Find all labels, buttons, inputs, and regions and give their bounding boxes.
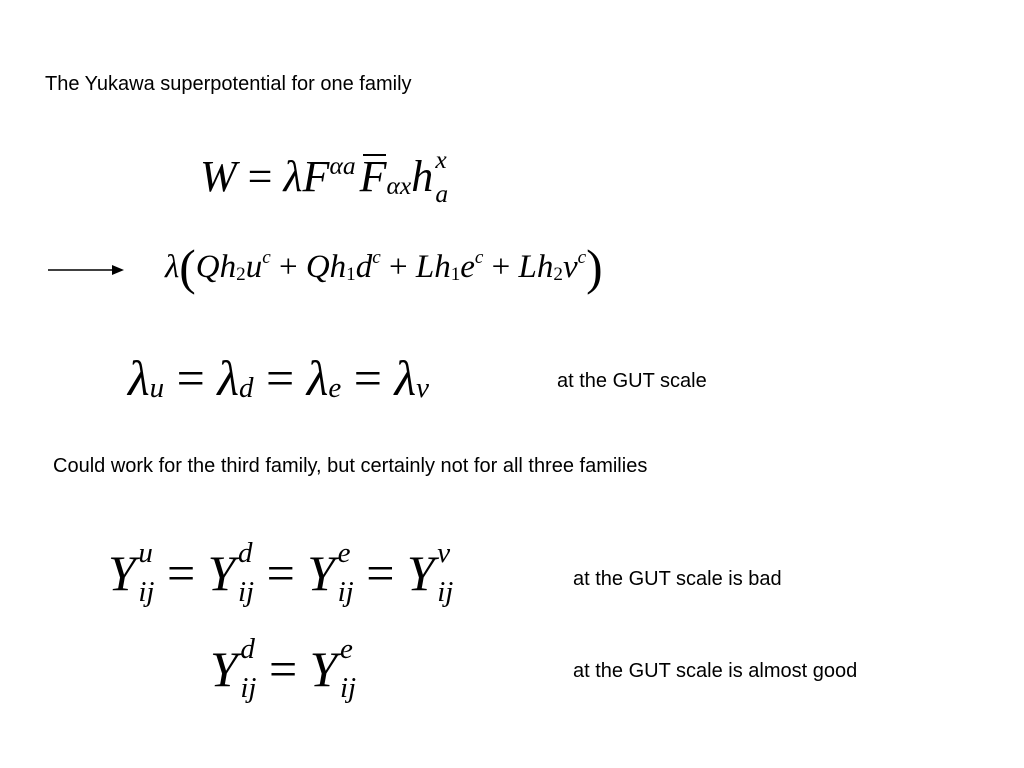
equals-sign: =: [166, 545, 196, 602]
script-Y-e: e ij: [337, 537, 354, 609]
left-paren: (: [179, 240, 196, 295]
note-gut-scale-almost-good: at the GUT scale is almost good: [573, 660, 858, 682]
subscript-ij: ij: [138, 576, 155, 609]
script-h: x a: [435, 145, 449, 209]
superscript-u: u: [138, 537, 153, 569]
equals-sign: =: [266, 350, 295, 406]
symbol-h: h: [329, 249, 347, 286]
subscript-2: 2: [553, 263, 563, 285]
equation-lambda-equality: λ u = λ d = λ e = λ ν: [128, 353, 429, 403]
subscript-ij: ij: [339, 672, 357, 705]
superscript-c: c: [474, 246, 484, 268]
subscript-d: d: [239, 371, 254, 404]
symbol-L: L: [415, 249, 435, 286]
subscript-a: a: [435, 179, 449, 209]
script-Y-d: d ij: [240, 633, 257, 705]
equals-sign: =: [176, 350, 205, 406]
script-Y-e: e ij: [339, 633, 357, 705]
superscript-nu: ν: [437, 537, 451, 569]
note-third-family: Could work for the third family, but cer…: [53, 455, 648, 477]
symbol-nu: ν: [562, 249, 578, 286]
symbol-e: e: [460, 249, 475, 286]
subscript-alpha-x: αx: [386, 171, 412, 201]
symbol-Q: Q: [195, 249, 220, 286]
symbol-W: W: [200, 152, 237, 202]
note-gut-scale: at the GUT scale: [557, 370, 707, 392]
symbol-lambda: λ: [128, 350, 150, 406]
plus-sign: +: [278, 249, 298, 286]
symbol-lambda: λ: [283, 152, 303, 202]
subscript-ij: ij: [337, 576, 354, 609]
script-Y-u: u ij: [138, 537, 155, 609]
superscript-c: c: [577, 246, 587, 268]
script-Y-d: d ij: [237, 537, 255, 609]
superscript-e: e: [339, 633, 353, 665]
subscript-ij: ij: [237, 576, 255, 609]
subscript-e: e: [328, 371, 342, 404]
symbol-Y: Y: [309, 641, 338, 698]
symbol-h: h: [411, 152, 434, 202]
plus-sign: +: [388, 249, 408, 286]
arrow-right-icon: [48, 265, 124, 275]
subscript-1: 1: [450, 263, 461, 285]
plus-sign: +: [491, 249, 511, 286]
superscript-x: x: [435, 145, 447, 174]
symbol-lambda: λ: [165, 249, 180, 286]
subscript-nu: ν: [416, 371, 429, 404]
subscript-ij: ij: [437, 576, 454, 609]
superscript-e: e: [337, 537, 351, 569]
equals-sign: =: [366, 545, 395, 602]
symbol-F-bar: F: [359, 152, 387, 202]
subscript-ij: ij: [240, 672, 257, 705]
symbol-F: F: [302, 152, 330, 202]
symbol-h: h: [219, 249, 237, 286]
script-Y-nu: ν ij: [437, 537, 454, 609]
superscript-d: d: [237, 537, 253, 569]
subscript-2: 2: [236, 263, 246, 285]
equation-yukawa-de: Y d ij = Y e ij: [210, 633, 357, 705]
symbol-L: L: [518, 249, 537, 286]
equation-superpotential: W = λ F αa F αx h x a: [200, 145, 449, 209]
symbol-h: h: [434, 249, 451, 286]
heading-yukawa: The Yukawa superpotential for one family: [45, 73, 412, 95]
symbol-h: h: [536, 249, 554, 286]
symbol-Y: Y: [210, 641, 238, 698]
equation-expansion: λ ( Q h 2 u c + Q h 1 d c + L h 1 e c + …: [165, 243, 603, 293]
superscript-c: c: [372, 246, 381, 268]
symbol-Y: Y: [406, 545, 435, 602]
symbol-d: d: [355, 249, 373, 286]
subscript-u: u: [149, 371, 165, 404]
symbol-Y: Y: [307, 545, 336, 602]
symbol-lambda: λ: [306, 350, 329, 406]
symbol-lambda: λ: [394, 350, 417, 406]
superscript-c: c: [262, 246, 271, 268]
superscript-alpha-a: αa: [329, 151, 356, 181]
symbol-Y: Y: [207, 545, 236, 602]
right-paren: ): [586, 240, 603, 295]
equation-yukawa-all: Y u ij = Y d ij = Y e ij = Y ν ij: [108, 537, 454, 609]
equals-sign: =: [353, 350, 382, 406]
equals-sign: =: [266, 545, 295, 602]
symbol-lambda: λ: [217, 350, 240, 406]
equals-sign: =: [268, 641, 298, 698]
superscript-d: d: [240, 633, 255, 665]
symbol-u: u: [245, 249, 263, 286]
symbol-Q: Q: [305, 249, 330, 286]
equals-sign: =: [247, 152, 273, 202]
note-gut-scale-bad: at the GUT scale is bad: [573, 568, 782, 590]
subscript-1: 1: [346, 263, 356, 285]
symbol-Y: Y: [108, 545, 136, 602]
